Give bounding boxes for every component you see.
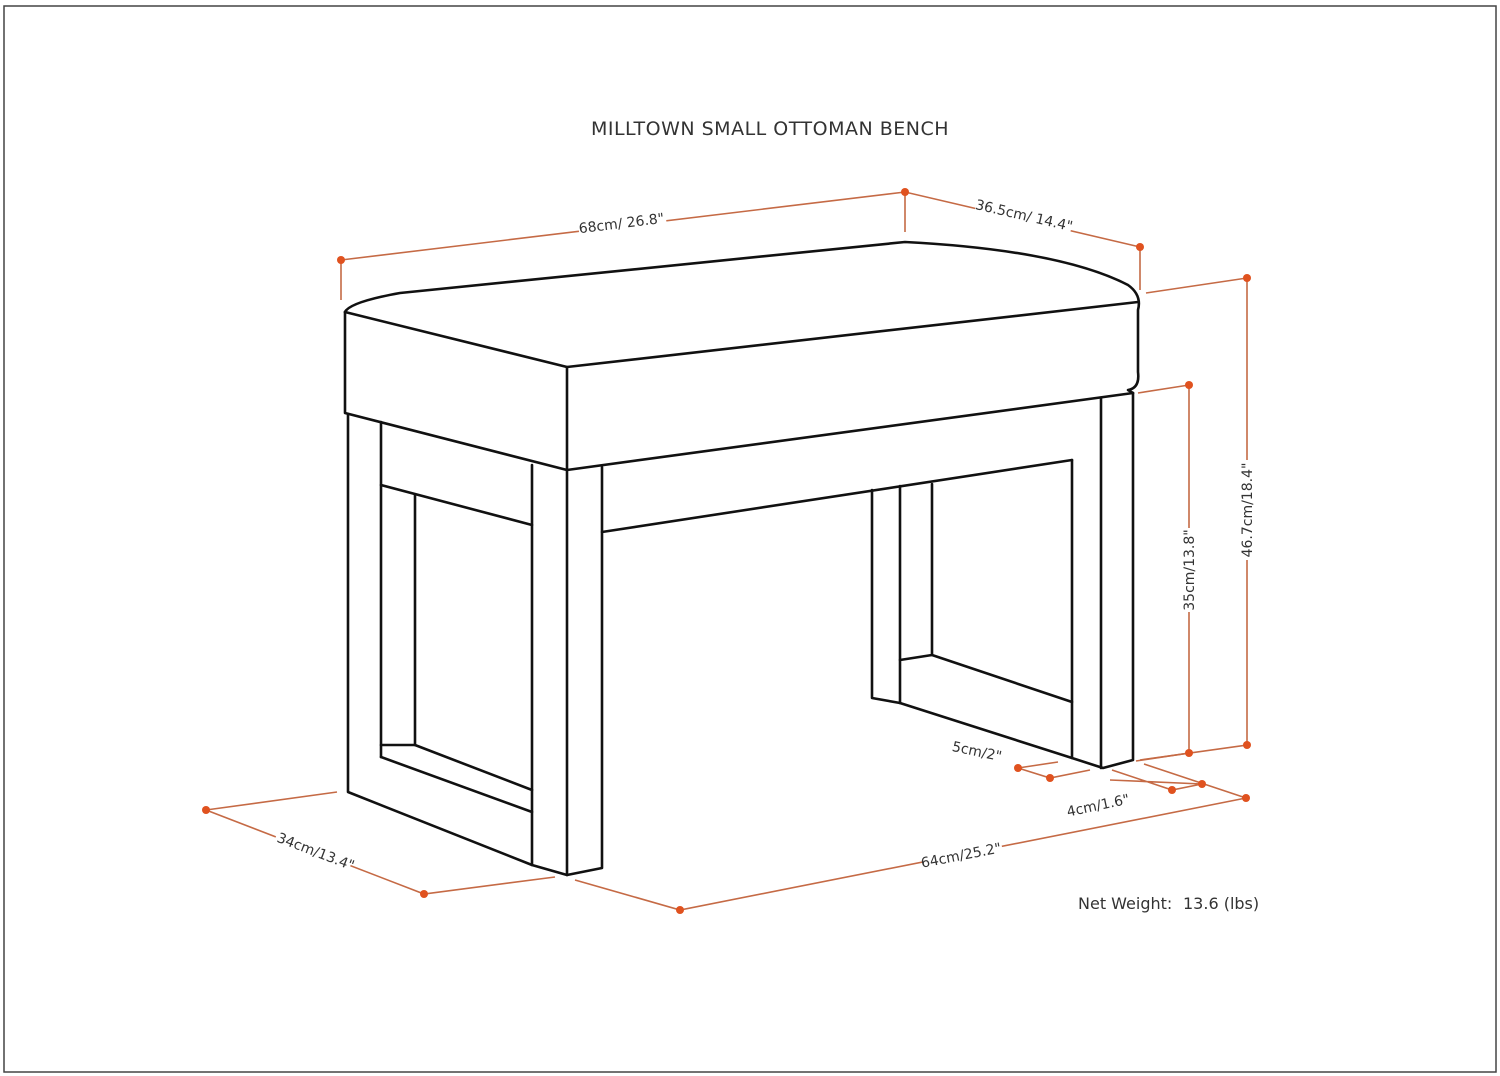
- label-leg-width: 5cm/2": [951, 739, 1004, 765]
- border: [3, 5, 1497, 1073]
- label-leg-height: 35cm/13.8": [1182, 529, 1198, 610]
- net-weight-value: 13.6 (lbs): [1183, 894, 1259, 913]
- label-top-depth: 36.5cm/ 14.4": [974, 197, 1074, 235]
- label-total-height: 46.7cm/18.4": [1240, 463, 1256, 558]
- diagram-title: MILLTOWN SMALL OTTOMAN BENCH: [591, 118, 949, 140]
- bench-drawing: [343, 240, 1141, 877]
- net-weight-label: Net Weight:: [1078, 894, 1172, 913]
